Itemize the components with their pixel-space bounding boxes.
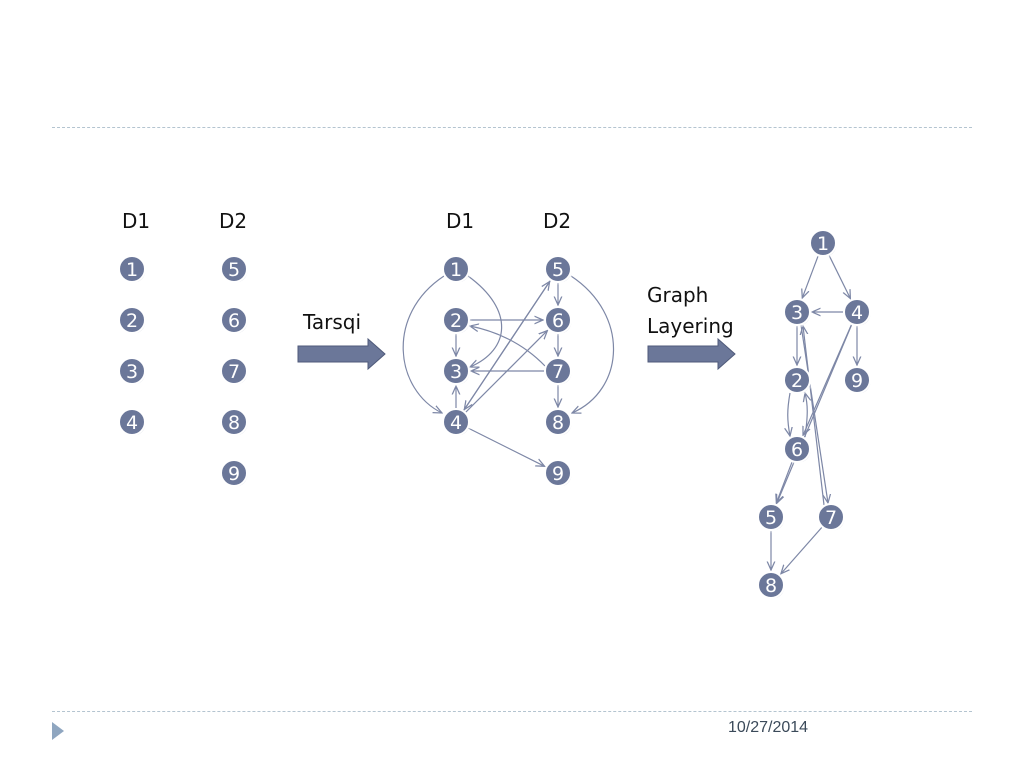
right-edge-1-4: [828, 255, 850, 299]
svg-text:3: 3: [450, 361, 462, 383]
left-node-1: 1: [118, 255, 148, 285]
right-node-6: 6: [783, 435, 813, 465]
right-edge-2-6: [788, 392, 790, 436]
left-node-5: 5: [220, 255, 250, 285]
mid-edge-5-8: [571, 275, 615, 413]
svg-text:6: 6: [791, 439, 803, 461]
layering-label-line1: Graph: [647, 283, 708, 307]
svg-text:9: 9: [552, 463, 564, 485]
left-node-3: 3: [118, 357, 148, 387]
right-edge-3-7: [800, 324, 828, 503]
svg-text:8: 8: [552, 412, 564, 434]
tarsqi-label: Tarsqi: [302, 310, 361, 334]
mid-node-4: 4: [442, 408, 472, 438]
svg-text:1: 1: [450, 259, 462, 281]
svg-text:3: 3: [126, 361, 138, 383]
svg-text:7: 7: [825, 507, 837, 529]
layering-step: Graph Layering: [647, 283, 736, 371]
mid-edge-1-4: [402, 275, 445, 413]
panel-tarsqi-graph: D1 D2 1 2 3 4 5 6 7 8 9: [402, 209, 615, 489]
svg-text:1: 1: [817, 233, 829, 255]
mid-header-d2: D2: [543, 209, 571, 233]
svg-text:5: 5: [552, 259, 564, 281]
mid-node-2: 2: [442, 306, 472, 336]
right-node-4: 4: [843, 298, 873, 328]
mid-node-1: 1: [442, 255, 472, 285]
svg-text:4: 4: [450, 412, 462, 434]
mid-node-3: 3: [442, 357, 472, 387]
svg-text:8: 8: [765, 575, 777, 597]
left-node-8: 8: [220, 408, 250, 438]
left-node-6: 6: [220, 306, 250, 336]
left-node-4: 4: [118, 408, 148, 438]
panel-layered-graph: 1 3 4 2 9 6 5 7 8: [757, 229, 873, 601]
mid-node-8: 8: [544, 408, 574, 438]
svg-text:6: 6: [552, 310, 564, 332]
svg-text:9: 9: [228, 463, 240, 485]
svg-text:5: 5: [765, 507, 777, 529]
left-node-2: 2: [118, 306, 148, 336]
layering-label-line2: Layering: [647, 314, 734, 338]
svg-text:6: 6: [228, 310, 240, 332]
mid-node-7: 7: [544, 357, 574, 387]
left-node-7: 7: [220, 357, 250, 387]
mid-node-5: 5: [544, 255, 574, 285]
svg-text:2: 2: [450, 310, 462, 332]
triangle-right-icon: [52, 722, 64, 740]
left-node-9: 9: [220, 459, 250, 489]
top-divider: [52, 127, 972, 128]
right-node-1: 1: [809, 229, 839, 259]
right-edge-6-5: [776, 461, 793, 503]
panel-unconnected: D1 D2 1 2 3 4 5 6 7 8 9: [118, 209, 250, 489]
mid-edge-4-9: [468, 427, 545, 466]
mid-edge-1-3: [467, 275, 503, 367]
svg-text:7: 7: [552, 361, 564, 383]
right-edge-7-3: [803, 326, 825, 506]
right-node-7: 7: [817, 503, 847, 533]
right-node-3: 3: [783, 298, 813, 328]
right-edge-7-8: [781, 527, 823, 573]
right-node-9: 9: [843, 366, 873, 396]
svg-text:2: 2: [126, 310, 138, 332]
left-header-d1: D1: [122, 209, 150, 233]
mid-header-d1: D1: [446, 209, 474, 233]
svg-text:4: 4: [851, 302, 863, 324]
mid-node-6: 6: [544, 306, 574, 336]
mid-edge-5-4: [464, 280, 551, 410]
mid-node-9: 9: [544, 459, 574, 489]
right-node-5: 5: [757, 503, 787, 533]
left-header-d2: D2: [219, 209, 247, 233]
svg-text:7: 7: [228, 361, 240, 383]
slide-date: 10/27/2014: [728, 719, 809, 736]
tarsqi-arrow: [297, 337, 386, 371]
bottom-divider: [52, 711, 972, 712]
tarsqi-step: Tarsqi: [297, 310, 386, 371]
svg-text:2: 2: [791, 370, 803, 392]
right-node-2: 2: [783, 366, 813, 396]
right-edge-6-2: [805, 393, 807, 438]
right-node-8: 8: [757, 571, 787, 601]
svg-text:8: 8: [228, 412, 240, 434]
svg-text:1: 1: [126, 259, 138, 281]
svg-text:9: 9: [851, 370, 863, 392]
right-edge-1-3: [802, 255, 819, 298]
mid-edge-7-2: [470, 326, 546, 367]
svg-text:3: 3: [791, 302, 803, 324]
layering-arrow: [647, 337, 736, 371]
svg-text:4: 4: [126, 412, 138, 434]
svg-text:5: 5: [228, 259, 240, 281]
